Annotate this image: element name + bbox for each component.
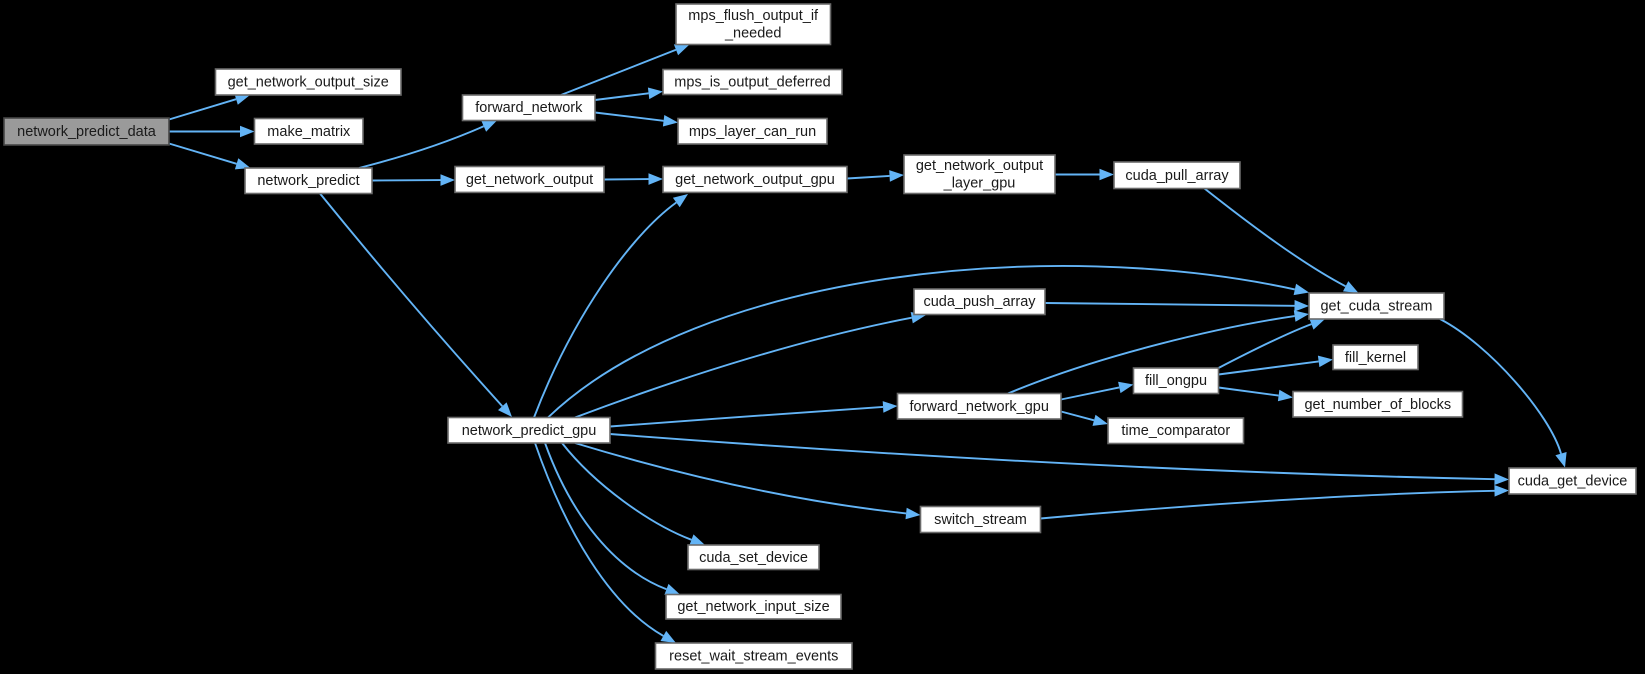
svg-text:mps_layer_can_run: mps_layer_can_run bbox=[689, 124, 816, 140]
svg-text:cuda_pull_array: cuda_pull_array bbox=[1125, 168, 1229, 184]
svg-text:get_network_output_size: get_network_output_size bbox=[228, 75, 389, 91]
svg-text:cuda_get_device: cuda_get_device bbox=[1518, 474, 1628, 490]
svg-text:reset_wait_stream_events: reset_wait_stream_events bbox=[669, 649, 838, 665]
svg-text:cuda_push_array: cuda_push_array bbox=[923, 294, 1036, 310]
svg-text:_layer_gpu: _layer_gpu bbox=[943, 175, 1016, 191]
svg-text:network_predict: network_predict bbox=[257, 173, 359, 189]
svg-text:cuda_set_device: cuda_set_device bbox=[699, 550, 808, 566]
svg-text:get_network_output: get_network_output bbox=[916, 158, 1043, 174]
svg-text:make_matrix: make_matrix bbox=[267, 124, 351, 140]
svg-text:get_network_input_size: get_network_input_size bbox=[677, 599, 829, 615]
svg-text:get_network_output: get_network_output bbox=[466, 172, 593, 188]
svg-text:_needed: _needed bbox=[724, 25, 781, 41]
svg-text:get_cuda_stream: get_cuda_stream bbox=[1320, 299, 1432, 315]
svg-text:get_number_of_blocks: get_number_of_blocks bbox=[1304, 397, 1451, 413]
svg-text:network_predict_data: network_predict_data bbox=[17, 124, 157, 140]
svg-text:forward_network_gpu: forward_network_gpu bbox=[909, 399, 1048, 415]
svg-text:forward_network: forward_network bbox=[475, 100, 583, 116]
svg-text:get_network_output_gpu: get_network_output_gpu bbox=[675, 172, 835, 188]
svg-text:network_predict_gpu: network_predict_gpu bbox=[462, 423, 597, 439]
svg-text:mps_flush_output_if: mps_flush_output_if bbox=[688, 8, 819, 24]
svg-text:time_comparator: time_comparator bbox=[1121, 423, 1230, 439]
svg-text:mps_is_output_deferred: mps_is_output_deferred bbox=[674, 75, 830, 91]
svg-text:fill_kernel: fill_kernel bbox=[1345, 350, 1406, 366]
svg-text:fill_ongpu: fill_ongpu bbox=[1145, 373, 1207, 389]
svg-text:switch_stream: switch_stream bbox=[934, 512, 1027, 528]
